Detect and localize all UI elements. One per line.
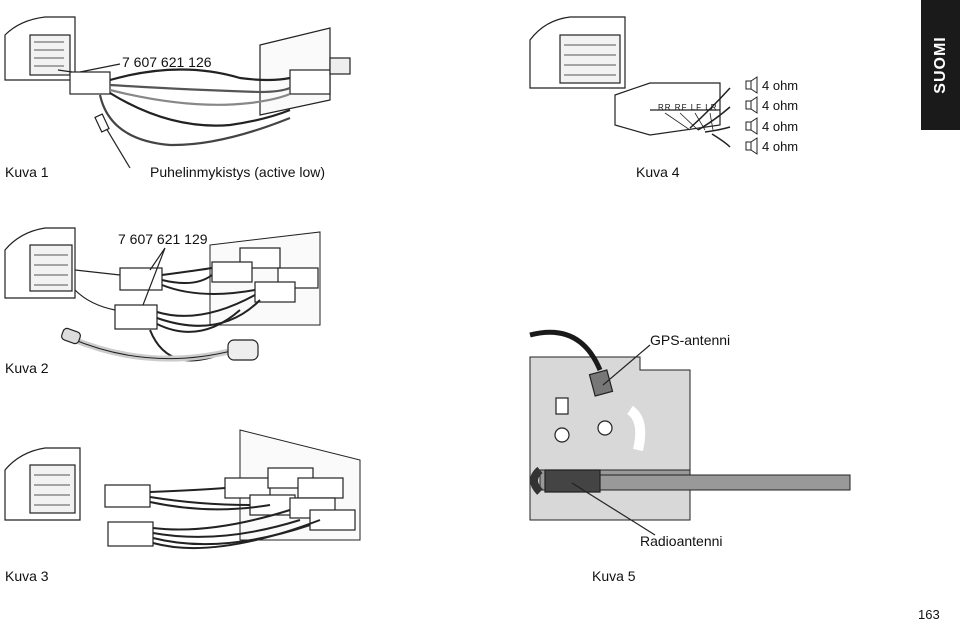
radio-antenna-label: Radioantenni	[640, 533, 723, 549]
speaker-impedance-label: 4 ohm	[762, 139, 799, 154]
speaker-impedance-label: 4 ohm	[762, 78, 799, 93]
figure-caption: Kuva 1	[5, 164, 49, 180]
channel-labels: RR RF LF LR	[658, 103, 718, 112]
part-number-label: 7 607 621 126	[122, 54, 212, 70]
figure-1-drawing	[4, 16, 351, 169]
figure-caption: Kuva 4	[636, 164, 680, 180]
language-tab: SUOMI	[921, 0, 960, 130]
figure-5-drawing	[529, 329, 851, 536]
channel-label: RF	[674, 103, 688, 112]
channel-label: RR	[658, 103, 672, 112]
figure-caption: Kuva 5	[592, 568, 636, 584]
phone-mute-callout: Puhelinmykistys (active low)	[150, 164, 326, 180]
language-tab-label: SUOMI	[931, 36, 949, 94]
figure-caption: Kuva 2	[5, 360, 49, 376]
figure-2-drawing	[4, 227, 321, 362]
speaker-impedance-label: 4 ohm	[762, 98, 799, 113]
speaker-impedance-label: 4 ohm	[762, 119, 799, 134]
page-number: 163	[918, 607, 940, 622]
channel-label: LR	[705, 103, 718, 112]
figure-3-drawing	[4, 429, 361, 550]
figure-4-drawing	[529, 16, 758, 155]
gps-antenna-label: GPS-antenni	[650, 332, 731, 348]
speaker-icons	[745, 76, 758, 155]
part-number-label: 7 607 621 129	[118, 231, 208, 247]
channel-label: LF	[690, 103, 703, 112]
figure-caption: Kuva 3	[5, 568, 49, 584]
